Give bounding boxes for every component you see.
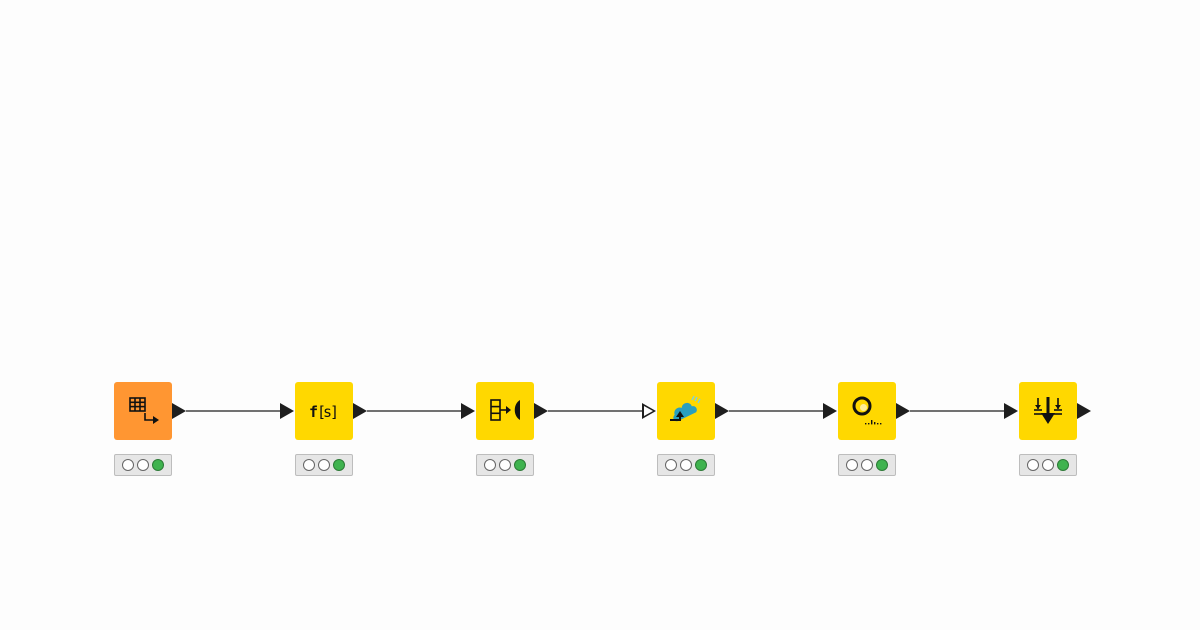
status-light-green xyxy=(152,459,164,471)
input-port[interactable] xyxy=(461,403,475,419)
status-light-yellow xyxy=(499,459,511,471)
output-port[interactable] xyxy=(715,403,729,419)
workflow-node[interactable] xyxy=(657,382,715,440)
node-status xyxy=(657,454,715,476)
output-port[interactable] xyxy=(896,403,910,419)
workflow-node[interactable]: f [ s ] xyxy=(295,382,353,440)
status-light-red xyxy=(484,459,496,471)
status-light-yellow xyxy=(1042,459,1054,471)
status-light-red xyxy=(846,459,858,471)
cloud-upload-icon xyxy=(670,395,701,422)
string-manipulation-icon: f [ s ] xyxy=(309,403,339,421)
input-port[interactable] xyxy=(823,403,837,419)
status-light-yellow xyxy=(861,459,873,471)
status-light-green xyxy=(333,459,345,471)
column-filter-icon xyxy=(490,399,520,421)
status-light-green xyxy=(514,459,526,471)
workflow-node[interactable] xyxy=(476,382,534,440)
output-port[interactable] xyxy=(534,403,548,419)
svg-text:[: [ xyxy=(317,403,326,421)
spectrum-analysis-icon xyxy=(852,396,882,425)
node-status xyxy=(476,454,534,476)
node-status xyxy=(114,454,172,476)
workflow-node[interactable] xyxy=(1019,382,1077,440)
status-light-yellow xyxy=(318,459,330,471)
status-light-red xyxy=(1027,459,1039,471)
workflow-node[interactable] xyxy=(838,382,896,440)
status-light-red xyxy=(122,459,134,471)
svg-text:f: f xyxy=(309,403,318,421)
table-output-icon xyxy=(129,397,159,424)
status-light-yellow xyxy=(137,459,149,471)
svg-text:]: ] xyxy=(330,403,339,421)
input-port[interactable] xyxy=(1004,403,1018,419)
status-light-yellow xyxy=(680,459,692,471)
status-light-green xyxy=(876,459,888,471)
output-port[interactable] xyxy=(1077,403,1091,419)
workflow-node[interactable] xyxy=(114,382,172,440)
output-port[interactable] xyxy=(353,403,367,419)
output-port[interactable] xyxy=(172,403,186,419)
node-status xyxy=(295,454,353,476)
status-light-green xyxy=(1057,459,1069,471)
status-light-red xyxy=(665,459,677,471)
sorter-icon xyxy=(1034,397,1062,424)
input-port[interactable] xyxy=(280,403,294,419)
svg-text:s: s xyxy=(323,403,332,421)
status-light-green xyxy=(695,459,707,471)
node-status xyxy=(838,454,896,476)
node-status xyxy=(1019,454,1077,476)
input-port[interactable] xyxy=(642,403,656,419)
status-light-red xyxy=(303,459,315,471)
